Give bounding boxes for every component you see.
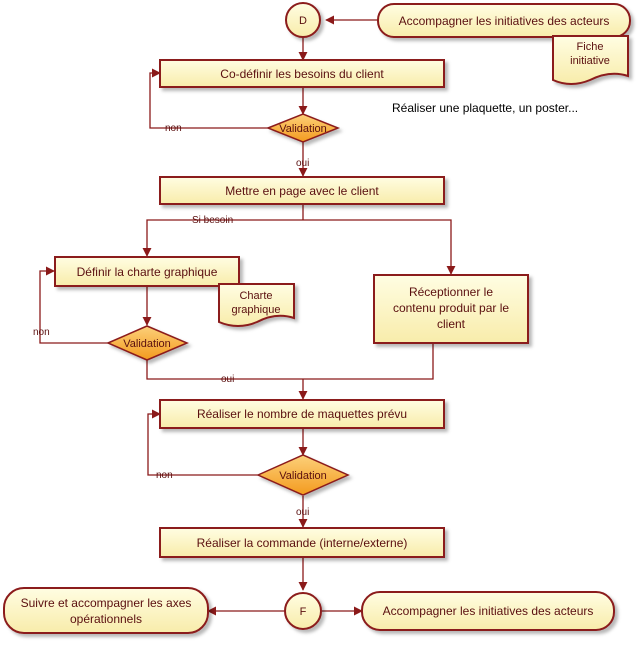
edge-decision2-to-step5	[146, 360, 303, 380]
doc-charte-graphique: Charte graphique	[218, 283, 295, 327]
start-terminal-label: D	[299, 15, 307, 27]
edge-decision3-non-loop	[147, 409, 258, 476]
edge-decision1-non-loop	[149, 68, 268, 129]
step6-node: Réaliser la commande (interne/externe)	[159, 527, 445, 558]
edge-step2-to-step4	[303, 219, 456, 275]
step3-node: Définir la charte graphique	[54, 256, 240, 287]
end-terminal-label: F	[300, 606, 307, 618]
doc-fiche-initiative: Fiche initiative	[552, 35, 629, 85]
edge-label-oui1: oui	[296, 158, 309, 169]
step4-line2: contenu produit par le	[393, 301, 509, 315]
bottom-right-label: Accompagner les initiatives des acteurs	[383, 604, 594, 618]
doc-fiche-line2: initiative	[570, 55, 610, 67]
doc-fiche-line1: Fiche	[577, 41, 604, 53]
edge-label-non1: non	[165, 123, 182, 134]
decision2-node: Validation	[106, 325, 189, 361]
step4-line3: client	[437, 317, 466, 331]
doc-charte-line2: graphique	[232, 304, 281, 316]
bottom-right-node: Accompagner les initiatives des acteurs	[361, 591, 615, 631]
edge-label-oui3: oui	[296, 507, 309, 518]
step1-label: Co-définir les besoins du client	[220, 67, 384, 81]
step4-line1: Réceptionner le	[409, 285, 493, 299]
edge-label-non2: non	[33, 327, 50, 338]
decision1-label: Validation	[279, 123, 327, 135]
bottom-left-node: Suivre et accompagner les axes opération…	[3, 587, 209, 634]
top-action-node: Accompagner les initiatives des acteurs	[377, 3, 631, 38]
edge-step4-to-step5	[303, 343, 434, 380]
step1-node: Co-définir les besoins du client	[159, 59, 445, 88]
end-terminal: F	[284, 592, 322, 630]
start-terminal: D	[285, 2, 321, 38]
step3-label: Définir la charte graphique	[77, 265, 218, 279]
step4-node: Réceptionner le contenu produit par le c…	[373, 274, 529, 344]
step2-node: Mettre en page avec le client	[159, 176, 445, 205]
step6-label: Réaliser la commande (interne/externe)	[197, 536, 408, 550]
decision3-label: Validation	[279, 470, 327, 482]
bottom-left-line2: opérationnels	[70, 612, 142, 626]
note-text: Réaliser une plaquette, un poster...	[392, 101, 578, 115]
decision3-node: Validation	[256, 454, 350, 496]
doc-charte-line1: Charte	[239, 290, 272, 302]
edge-label-oui2: oui	[221, 374, 234, 385]
top-action-label: Accompagner les initiatives des acteurs	[399, 14, 610, 28]
step2-label: Mettre en page avec le client	[225, 184, 379, 198]
bottom-left-line1: Suivre et accompagner les axes	[21, 596, 192, 610]
decision1-node: Validation	[265, 113, 341, 143]
edge-label-non3: non	[156, 470, 173, 481]
step5-node: Réaliser le nombre de maquettes prévu	[159, 399, 445, 429]
decision2-label: Validation	[123, 338, 171, 350]
edge-label-si-besoin: Si besoin	[192, 215, 233, 226]
edge-step2-to-step3	[142, 219, 303, 257]
edge-decision2-non-loop	[39, 266, 108, 344]
step5-label: Réaliser le nombre de maquettes prévu	[197, 407, 407, 421]
